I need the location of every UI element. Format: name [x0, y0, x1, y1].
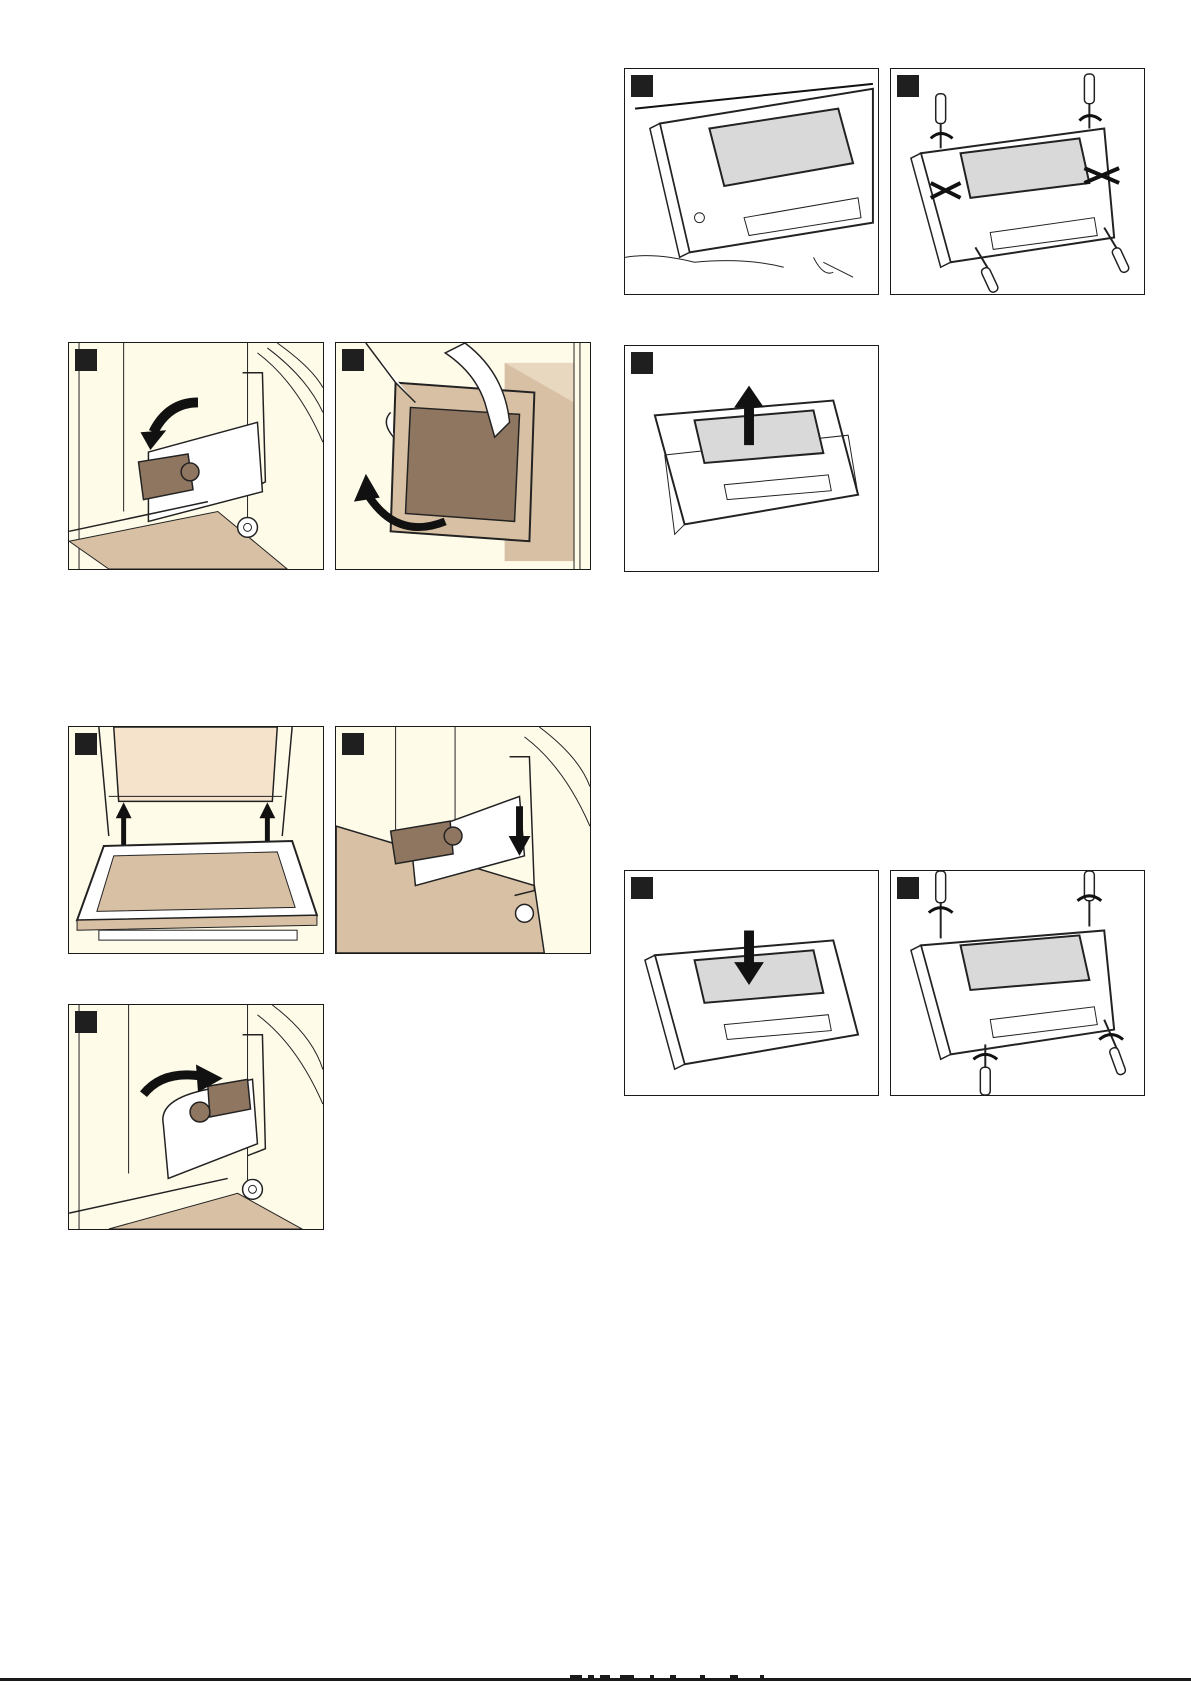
lift-pane-illustration [625, 346, 878, 571]
insert-pane-illustration [625, 871, 878, 1095]
figure-remove-door [335, 342, 591, 570]
screwdriver-icon [936, 94, 946, 149]
figure-door-flat [624, 68, 879, 295]
figure-hinge-down [335, 726, 591, 954]
figure-lift-pane [624, 345, 879, 572]
step-badge-icon [75, 733, 97, 755]
figure-hinge-unlock [68, 342, 324, 570]
figure-hinge-lock [68, 1004, 324, 1230]
screwdriver-icon [1084, 871, 1094, 927]
hinge-lock-illustration [69, 1005, 323, 1229]
screwdriver-icon [980, 1044, 990, 1095]
step-badge-icon [75, 349, 97, 371]
screw-back-illustration [891, 871, 1144, 1095]
step-badge-icon [631, 877, 653, 899]
step-badge-icon [897, 877, 919, 899]
door-flat-illustration [625, 69, 878, 294]
arrow-icon [143, 1075, 202, 1094]
step-badge-icon [342, 349, 364, 371]
hinge-down-illustration [336, 727, 590, 953]
step-badge-icon [631, 352, 653, 374]
arrow-icon [153, 402, 198, 432]
screwdriver-icon [1104, 228, 1130, 274]
unscrew-illustration [891, 69, 1144, 294]
step-badge-icon [631, 75, 653, 97]
screwdriver-icon [936, 871, 946, 938]
remove-door-illustration [336, 343, 590, 569]
figure-insert-pane [624, 870, 879, 1096]
screwdriver-icon [1104, 1020, 1126, 1076]
screwdriver-icon [1084, 74, 1094, 129]
figure-insert-door [68, 726, 324, 954]
step-badge-icon [75, 1011, 97, 1033]
figure-screw-back [890, 870, 1145, 1096]
insert-door-illustration [69, 727, 323, 953]
rotate-icon [931, 133, 953, 138]
step-badge-icon [342, 733, 364, 755]
hinge-unlock-illustration [69, 343, 323, 569]
print-marks [570, 1673, 870, 1681]
step-badge-icon [897, 75, 919, 97]
figure-unscrew [890, 68, 1145, 295]
